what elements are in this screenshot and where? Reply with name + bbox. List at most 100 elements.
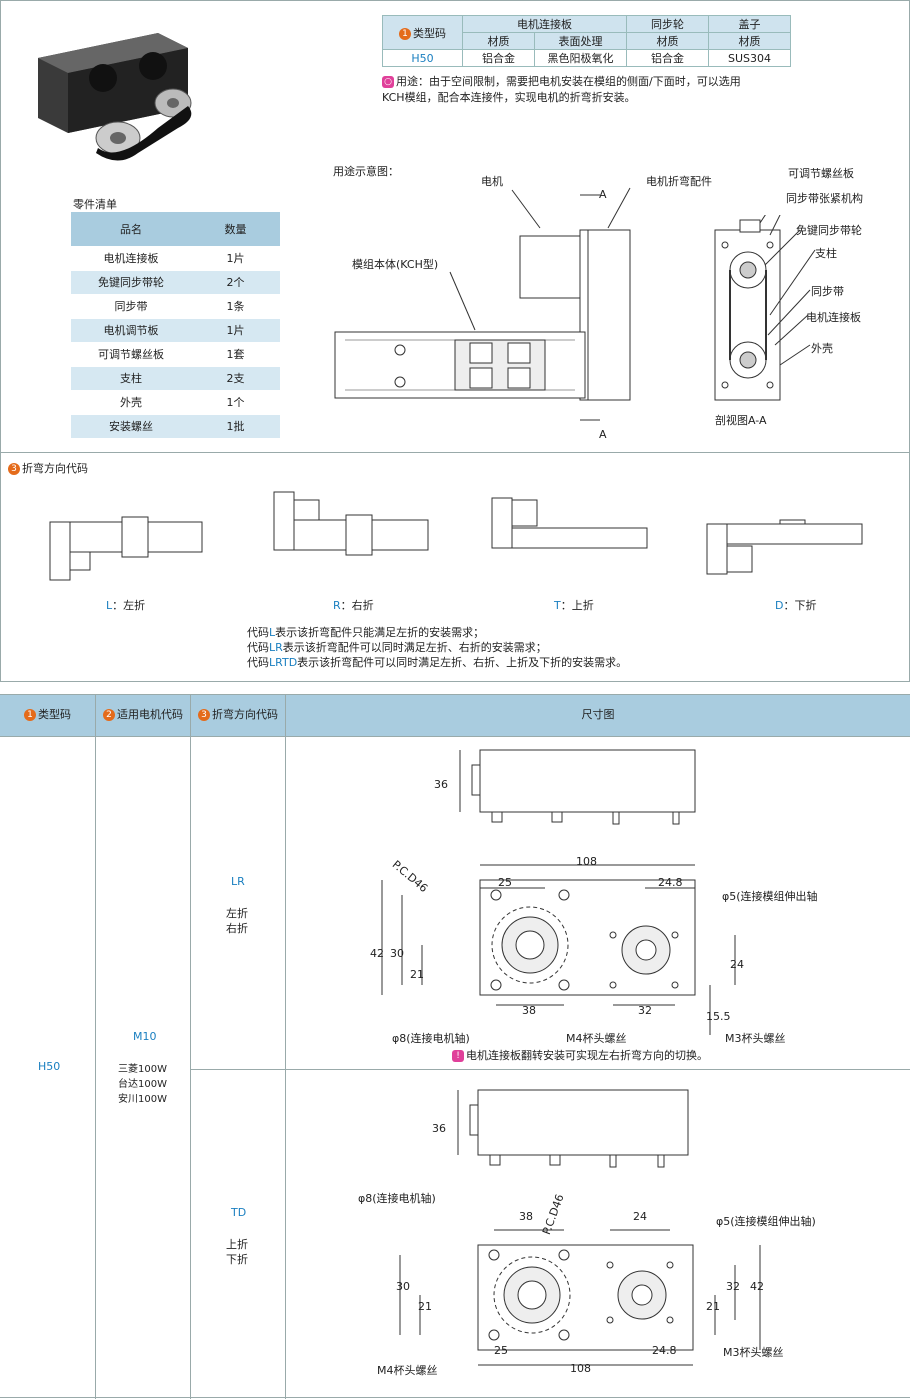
sub-material: 材质	[708, 32, 791, 50]
flip-note: !电机连接板翻转安装可实现左右折弯方向的切换。	[452, 1047, 708, 1063]
dim-21-a: 21	[410, 968, 424, 981]
dim-36-a: 36	[434, 778, 448, 791]
label-motor-bend: 电机折弯配件	[646, 175, 712, 188]
dim-24-b: 24	[633, 1210, 647, 1223]
row1-l2: 右折	[226, 922, 248, 935]
col-cover: 盖子	[708, 15, 791, 33]
row2-l1: 上折	[226, 1238, 248, 1251]
motor-code-cell: M10	[133, 1030, 157, 1043]
parts-title: 零件清单	[73, 198, 117, 211]
dim-248-a: 24.8	[658, 876, 683, 889]
dim-m3-b: M3杯头螺丝	[723, 1346, 784, 1359]
bend-note-2: 代码LR表示该折弯配件可以同时满足左折、右折的安装需求；	[247, 641, 547, 654]
part-name: 安装螺丝	[71, 414, 191, 439]
label-motor-plate: 电机连接板	[806, 311, 861, 324]
bend-d: D：下折	[775, 599, 817, 612]
label-adj-screw-plate: 可调节螺丝板	[788, 167, 854, 180]
type-code-cell: H50	[38, 1060, 61, 1073]
dim-phi5-b: φ5(连接模组伸出轴)	[716, 1215, 816, 1228]
part-qty: 1片	[191, 318, 280, 343]
dim-m4-a: M4杯头螺丝	[566, 1032, 627, 1045]
part-name: 外壳	[71, 390, 191, 415]
part-qty: 2支	[191, 366, 280, 391]
label-module-body: 模组本体(KCH型)	[352, 258, 439, 271]
dim-108-a: 108	[576, 855, 597, 868]
dim-m4-b: M4杯头螺丝	[377, 1364, 438, 1377]
bend-note-1: 代码L表示该折弯配件只能满足左折的安装需求；	[247, 626, 485, 639]
bend-l: L：左折	[106, 599, 146, 612]
motor-1: 三菱100W	[118, 1064, 167, 1075]
bend-t: T：上折	[554, 599, 594, 612]
dim-36-b: 36	[432, 1122, 446, 1135]
label-belt-tension: 同步带张紧机构	[786, 192, 863, 205]
part-name: 支柱	[71, 366, 191, 391]
col-pulley: 同步轮	[626, 15, 709, 33]
dim-32-a: 32	[638, 1004, 652, 1017]
product-photo	[38, 33, 192, 161]
label-pillar: 支柱	[815, 247, 837, 260]
pulley-material: 铝合金	[626, 49, 709, 67]
dim-108-b: 108	[570, 1362, 591, 1375]
label-belt: 同步带	[811, 285, 844, 298]
section-a-bottom: A	[599, 428, 607, 441]
part-qty: 2个	[191, 270, 280, 295]
dim-32-b: 32	[726, 1280, 740, 1293]
diagram-title: 用途示意图：	[333, 165, 399, 178]
part-qty: 1套	[191, 342, 280, 367]
part-qty: 1条	[191, 294, 280, 319]
dim-42-b: 42	[750, 1280, 764, 1293]
label-keyless-pulley: 免键同步带轮	[796, 224, 862, 237]
part-name: 可调节螺丝板	[71, 342, 191, 367]
parts-header-qty: 数量	[191, 212, 280, 247]
plate-material: 铝合金	[462, 49, 535, 67]
sub-material: 材质	[626, 32, 709, 50]
motor-3: 安川100W	[118, 1094, 167, 1105]
dim-phi8-b: φ8(连接电机轴)	[358, 1192, 436, 1205]
sub-surface: 表面处理	[534, 32, 627, 50]
cover-material: SUS304	[708, 49, 791, 67]
part-name: 电机连接板	[71, 246, 191, 271]
part-name: 电机调节板	[71, 318, 191, 343]
dim-21-c: 21	[706, 1300, 720, 1313]
dim-38-a: 38	[522, 1004, 536, 1017]
row-code: H50	[382, 49, 463, 67]
main-header-dims: 尺寸图	[286, 694, 910, 736]
plate-surface: 黑色阳极氧化	[534, 49, 627, 67]
dim-42-a: 42	[370, 947, 384, 960]
part-qty: 1批	[191, 414, 280, 439]
label-motor: 电机	[481, 175, 503, 188]
dim-38-b: 38	[519, 1210, 533, 1223]
dim-155-a: 15.5	[706, 1010, 731, 1023]
motor-2: 台达100W	[118, 1079, 167, 1090]
dim-drawing-lr	[381, 749, 736, 1035]
section-a-top: A	[599, 188, 607, 201]
dim-24-a: 24	[730, 958, 744, 971]
row1-code: LR	[231, 875, 245, 888]
bend-r: R：右折	[333, 599, 374, 612]
dim-phi5-a: φ5(连接模组伸出轴	[722, 890, 818, 903]
dim-drawing-td	[399, 1089, 761, 1366]
section-view-drawing	[714, 215, 816, 401]
bend-note-3: 代码LRTD表示该折弯配件可以同时满足左折、右折、上折及下折的安装需求。	[247, 656, 628, 669]
label-section-view: 剖视图A-A	[715, 414, 767, 427]
usage-line2: KCH模组，配合本连接件，实现电机的折弯折安装。	[382, 91, 636, 104]
row2-l2: 下折	[226, 1253, 248, 1266]
part-qty: 1个	[191, 390, 280, 415]
dim-m3-a: M3杯头螺丝	[725, 1032, 786, 1045]
dim-25-a: 25	[498, 876, 512, 889]
sub-material: 材质	[462, 32, 535, 50]
part-name: 同步带	[71, 294, 191, 319]
